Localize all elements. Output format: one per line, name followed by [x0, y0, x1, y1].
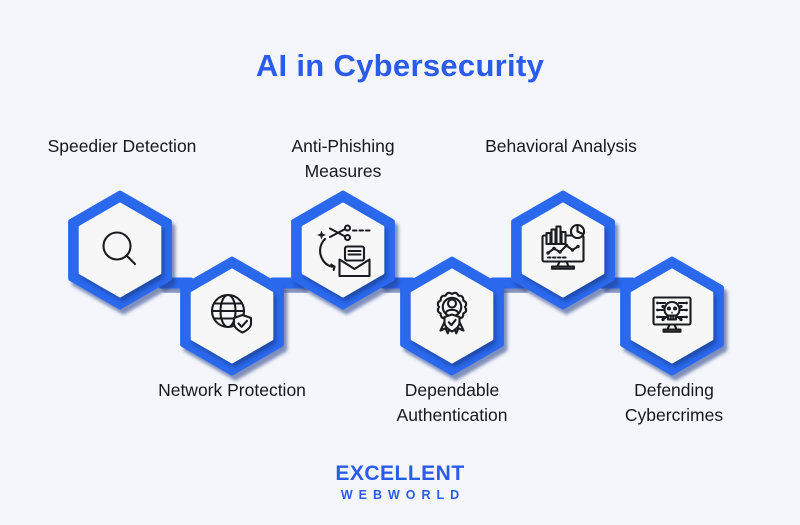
brand-logo-tagline: WEBWORLD: [340, 488, 466, 502]
label-speedier-detection: Speedier Detection: [47, 136, 197, 156]
anti-phishing-icon: [317, 224, 372, 278]
badge-authentication-icon: [436, 291, 468, 335]
label-anti-phishing-measures: Anti-Phishing Measures: [291, 136, 395, 181]
hexagon-behavioral-analysis: [511, 190, 615, 310]
hexagon-anti-phishing: [291, 190, 395, 310]
hexagon-defending-cybercrimes: [620, 256, 724, 376]
label-network-protection: Network Protection: [158, 380, 306, 400]
label-behavioral-analysis: Behavioral Analysis: [485, 136, 637, 156]
hexagon-dependable-authentication: [400, 256, 504, 376]
brand-logo: EXCELLENT WEBWORLD: [0, 462, 800, 502]
label-dependable-authentication: Dependable Authentication: [396, 380, 508, 425]
hexagon-speedier-detection: [68, 190, 172, 310]
brand-logo-name: EXCELLENT: [335, 462, 465, 485]
label-defending-cybercrimes: Defending Cybercrimes: [624, 380, 724, 425]
skull-monitor-icon: [652, 296, 692, 333]
search-icon: [102, 231, 137, 266]
globe-shield-icon: [210, 293, 253, 334]
page-title: AI in Cybersecurity: [255, 48, 545, 83]
hexagon-network-protection: [180, 256, 284, 376]
analytics-monitor-icon: [541, 223, 586, 270]
